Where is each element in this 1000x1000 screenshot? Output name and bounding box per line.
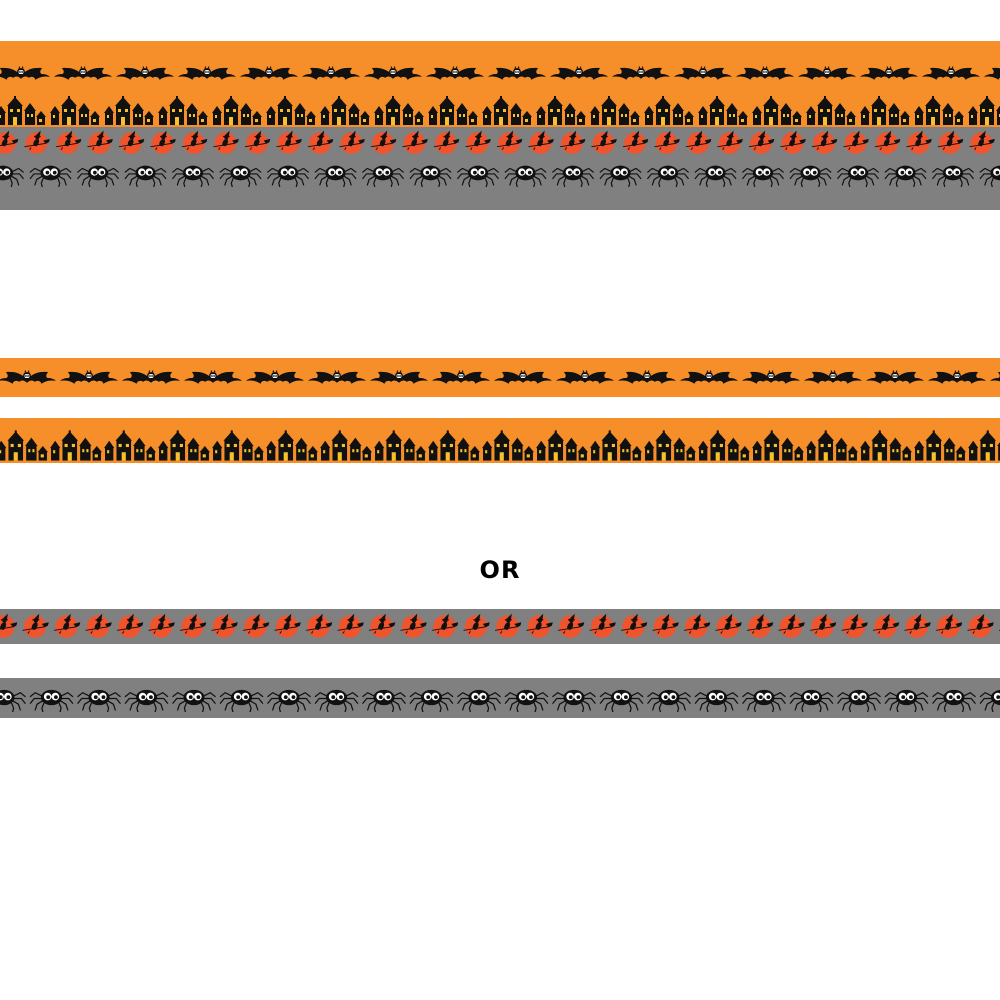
bat-ribbon [0, 358, 1000, 397]
spider-ribbon-graphic [0, 678, 1000, 718]
haunted-house-ribbon-graphic [0, 418, 1000, 463]
combined-halloween-ribbon [0, 41, 1000, 210]
bat-ribbon-graphic [0, 358, 1000, 397]
or-separator: OR [479, 556, 521, 584]
witch-moon-ribbon [0, 609, 1000, 644]
haunted-house-ribbon [0, 418, 1000, 463]
combined-ribbon-graphic [0, 41, 1000, 210]
spider-ribbon [0, 678, 1000, 718]
witch-moon-ribbon-graphic [0, 609, 1000, 644]
